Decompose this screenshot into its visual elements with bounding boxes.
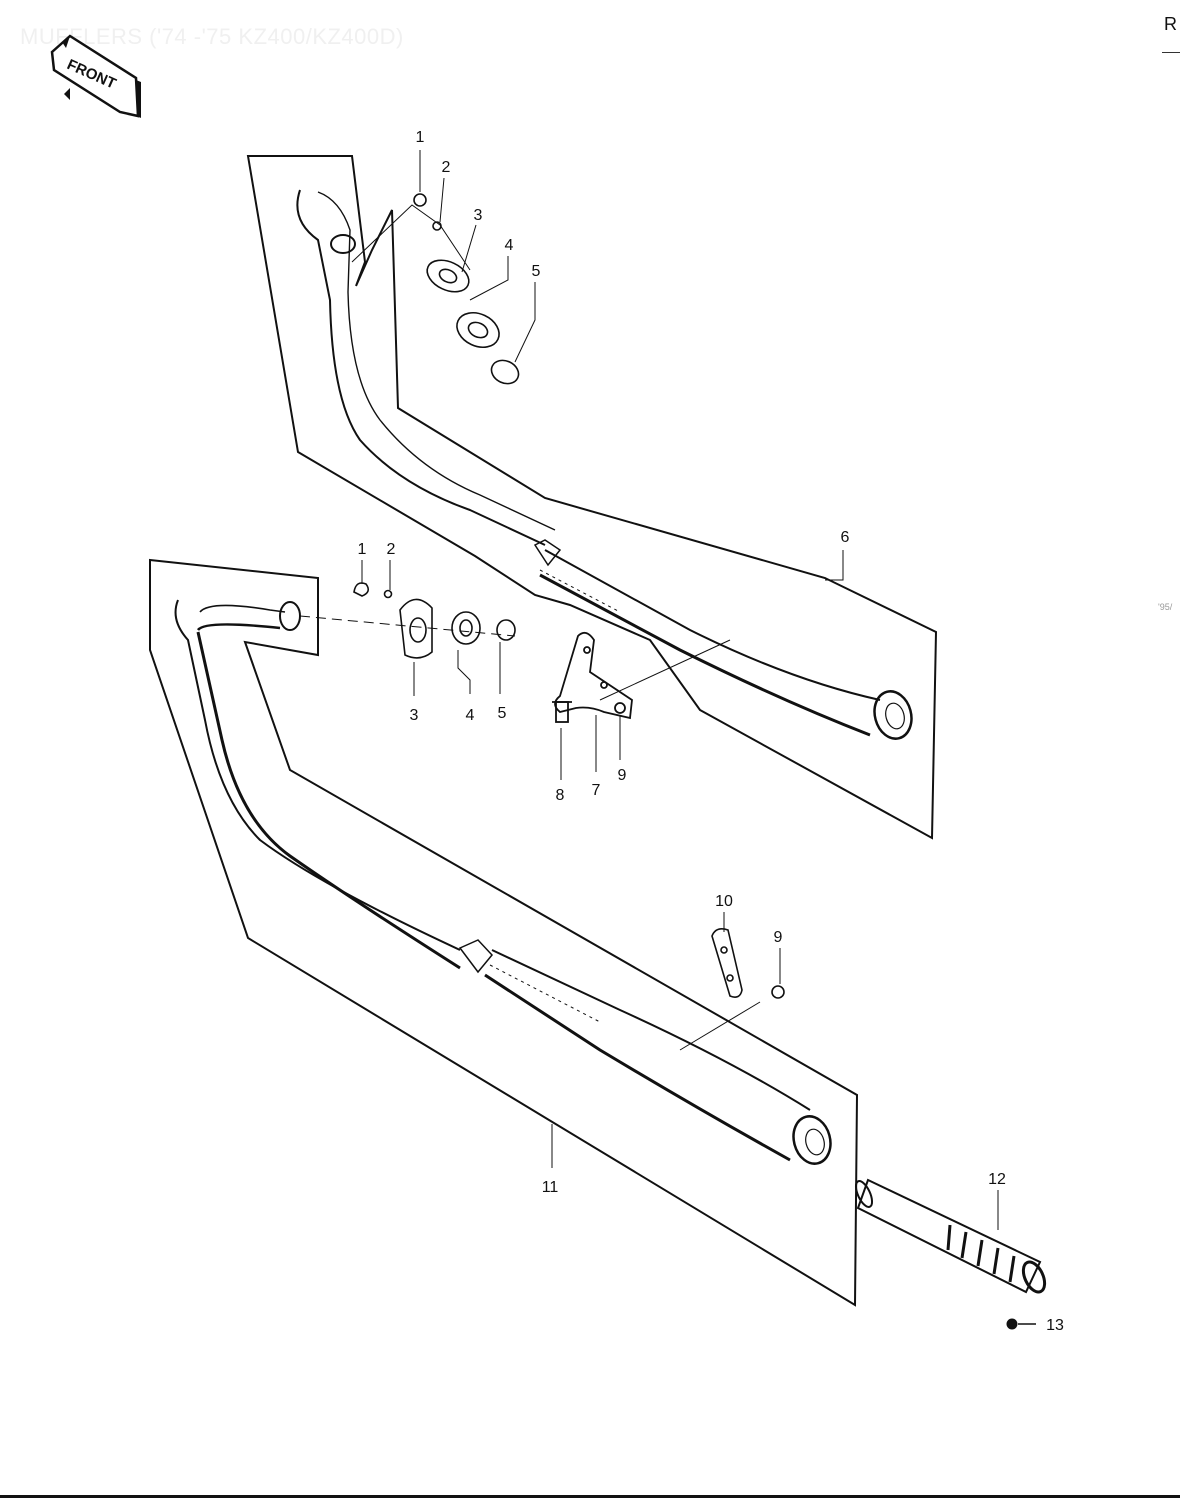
washer-icon: [383, 589, 393, 599]
callout-lower-9b: 9: [774, 929, 783, 946]
callout-lower-5: 5: [498, 705, 507, 722]
gasket-icon: [490, 359, 520, 385]
callout-upper-6: 6: [841, 529, 850, 546]
upper-fasteners: [351, 193, 520, 385]
nut-icon: [413, 193, 427, 207]
corner-letter: R: [1164, 14, 1177, 34]
callout-lower-3: 3: [410, 707, 419, 724]
upper-exhaust-pipe: [296, 189, 913, 740]
callout-lower-4: 4: [466, 707, 475, 724]
callout-upper-3: 3: [474, 207, 483, 224]
callout-lower-1: 1: [358, 541, 367, 558]
corner-dash: [1162, 52, 1180, 53]
collar-icon: [451, 611, 481, 645]
rear-bracket: [679, 928, 785, 1051]
lower-leaders: [361, 560, 999, 1230]
lower-group-outline: [149, 558, 859, 1307]
callout-lower-12: 12: [988, 1171, 1006, 1188]
nut-icon: [353, 582, 370, 597]
nut-icon: [771, 985, 785, 999]
callout-upper-5: 5: [532, 263, 541, 280]
bottom-rule: [0, 1495, 1180, 1498]
lower-exhaust-pipe: [174, 599, 832, 1165]
callout-lower-2: 2: [387, 541, 396, 558]
callout-lower-7: 7: [592, 782, 601, 799]
callout-lower-13: 13: [1046, 1317, 1064, 1334]
baffle-tube: [854, 1178, 1047, 1294]
collar-icon: [456, 311, 500, 349]
lower-callouts: 1 2 3 4 5 7 8 9 9 10 11 12 13: [358, 541, 1064, 1334]
callout-lower-9a: 9: [618, 767, 627, 784]
screw-13: [1006, 1318, 1036, 1330]
callout-lower-10: 10: [715, 893, 733, 910]
upper-callouts: 1 2 3 4 5 6: [416, 129, 850, 546]
upper-leaders: [419, 150, 844, 581]
bracket-icon: [711, 928, 743, 998]
flange-icon: [399, 598, 433, 659]
callout-upper-1: 1: [416, 129, 425, 146]
front-badge: FRONT: [50, 34, 141, 118]
upper-group-outline: [246, 155, 938, 840]
callout-upper-4: 4: [505, 237, 514, 254]
front-arrow-icon: [64, 88, 70, 100]
lower-fasteners: [299, 582, 516, 659]
callout-upper-2: 2: [442, 159, 451, 176]
flange-icon: [426, 259, 470, 293]
muffler-bracket: [552, 631, 731, 723]
gasket-icon: [496, 619, 516, 641]
side-mark: '95/: [1158, 602, 1173, 612]
bracket-icon: [554, 631, 633, 720]
callout-lower-8: 8: [556, 787, 565, 804]
callout-lower-11: 11: [542, 1179, 559, 1196]
nut-icon: [614, 702, 626, 714]
